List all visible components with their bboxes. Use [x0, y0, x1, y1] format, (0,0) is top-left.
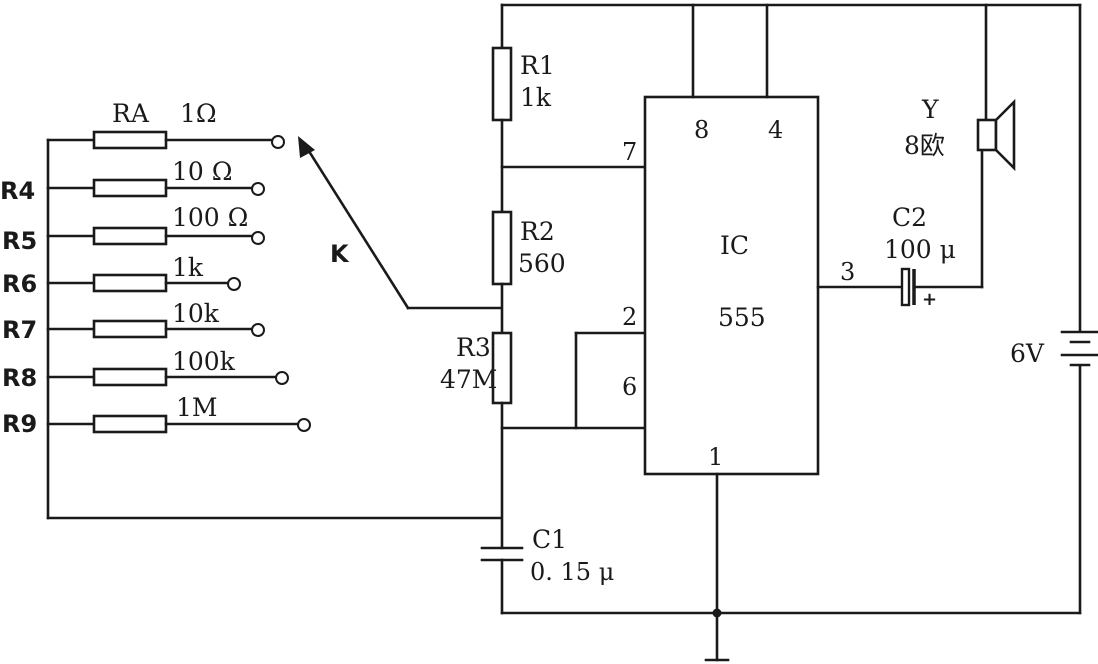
resistor-r2: [491, 210, 513, 286]
resistor-r4: [92, 178, 168, 198]
ground-junction: [712, 608, 722, 618]
label-r7-name: R7: [2, 316, 37, 344]
output-stage: [816, 3, 1016, 307]
label-c1-name: C1: [532, 525, 567, 554]
label-r8-name: R8: [2, 364, 37, 392]
pin-label-3: 3: [840, 258, 855, 286]
switch-arm: [305, 146, 410, 310]
ic-body: [643, 95, 820, 476]
label-r5-value: 100 Ω: [172, 203, 248, 232]
pin-label-6: 6: [622, 373, 637, 401]
label-r3-name: R3: [456, 333, 491, 362]
label-c2-value: 100 μ: [884, 235, 956, 264]
label-speaker-name: Y: [921, 95, 939, 124]
label-c2-name: C2: [892, 203, 927, 232]
resistor-bank: [46, 130, 502, 520]
label-battery-voltage: 6V: [1010, 339, 1045, 368]
label-r2-value: 560: [518, 249, 566, 278]
resistor-r9: [92, 414, 168, 434]
speaker-icon: [976, 118, 998, 152]
switch-contact-r9: [297, 418, 311, 432]
switch-contact-r8: [275, 371, 289, 385]
resistor-r6: [92, 273, 168, 293]
pin-label-8: 8: [694, 116, 709, 144]
label-r7-value: 10k: [172, 299, 220, 328]
label-ra-name: RA: [112, 99, 150, 128]
resistor-ra: [92, 130, 168, 150]
resistor-r7: [92, 319, 168, 339]
label-ra-value: 1Ω: [180, 99, 217, 128]
battery-6v: [1060, 3, 1098, 615]
capacitor-c2-plate-pos: [900, 267, 911, 307]
resistor-r8: [92, 367, 168, 387]
label-r4-value: 10 Ω: [172, 157, 233, 186]
pin-label-4: 4: [768, 116, 783, 144]
timing-chain: [480, 3, 1082, 615]
label-r9-name: R9: [2, 410, 37, 438]
label-r8-value: 100k: [172, 347, 236, 376]
label-c2-polarity: +: [922, 289, 937, 310]
switch-contact-r4: [251, 182, 265, 196]
switch-contact-r5: [251, 231, 265, 245]
pin-label-1: 1: [708, 443, 723, 471]
switch-arrow-icon: [298, 136, 315, 158]
ic-555: [643, 3, 820, 662]
resistor-r1: [491, 46, 513, 122]
pin-label-2: 2: [622, 303, 637, 331]
switch-contact-ra: [271, 135, 285, 149]
label-r2-name: R2: [520, 217, 555, 246]
resistor-r5: [92, 226, 168, 246]
label-r6-name: R6: [2, 270, 37, 298]
label-r3-value: 47M: [440, 365, 497, 394]
label-r5-name: R5: [2, 227, 37, 255]
label-r1-name: R1: [520, 51, 555, 80]
label-r6-value: 1k: [172, 253, 204, 282]
label-r4-name: R4: [0, 177, 35, 205]
label-ic-type: 555: [718, 303, 766, 332]
switch-contact-r6: [227, 277, 241, 291]
rotary-switch: [298, 136, 502, 310]
label-r9-value: 1M: [176, 393, 218, 422]
label-switch-k: K: [330, 240, 350, 268]
label-speaker-value: 8欧: [904, 131, 945, 160]
label-ic-name: IC: [720, 231, 749, 260]
speaker-cone-icon: [994, 98, 1016, 172]
pin-label-7: 7: [622, 138, 637, 166]
labels: RA 1Ω R4 10 Ω R5 100 Ω R6 1k R7 10k R8 1…: [0, 51, 1045, 586]
label-r1-value: 1k: [520, 83, 552, 112]
switch-contact-r7: [251, 323, 265, 337]
label-c1-value: 0. 15 μ: [530, 558, 614, 586]
